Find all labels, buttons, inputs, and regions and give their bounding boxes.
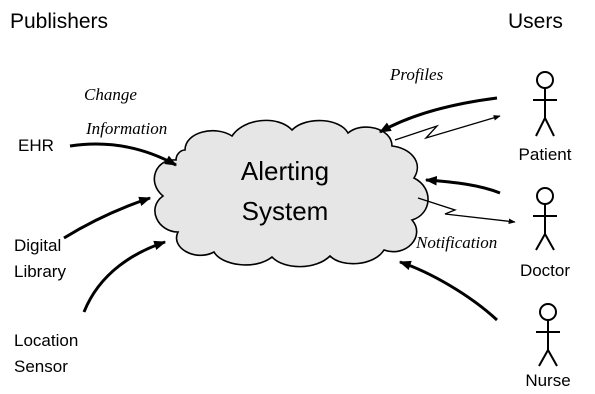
publisher-library-label: Library xyxy=(14,262,66,281)
patient-notification-arrow xyxy=(394,115,501,141)
publisher-location-label: Location xyxy=(14,331,78,350)
alerting-system-cloud xyxy=(153,119,429,268)
notification-annotation: Notification xyxy=(415,233,497,252)
publisher-ehr-label: EHR xyxy=(18,136,54,155)
ehr-arrow xyxy=(69,142,178,167)
users-header: Users xyxy=(508,10,563,33)
user-nurse-label: Nurse xyxy=(525,371,570,390)
user-patient-label: Patient xyxy=(519,145,572,164)
publisher-digital-label: Digital xyxy=(14,236,61,255)
alerting-label: Alerting xyxy=(241,156,329,186)
location-sensor-arrow xyxy=(82,240,167,313)
doctor-figure xyxy=(533,187,557,251)
information-annotation: Information xyxy=(85,119,167,138)
doctor-profile-arrow xyxy=(424,175,501,195)
user-doctor-label: Doctor xyxy=(520,261,570,280)
nurse-figure xyxy=(536,303,560,367)
change-annotation: Change xyxy=(84,85,137,104)
nurse-profile-arrow xyxy=(398,260,499,322)
system-label: System xyxy=(242,196,329,226)
digital-library-arrow xyxy=(63,196,152,240)
patient-figure xyxy=(533,71,557,137)
publishers-header: Publishers xyxy=(10,10,108,33)
doctor-notification-arrow xyxy=(417,197,516,225)
publisher-sensor-label: Sensor xyxy=(14,357,68,376)
profiles-annotation: Profiles xyxy=(389,65,444,84)
patient-profile-arrow xyxy=(378,96,498,134)
